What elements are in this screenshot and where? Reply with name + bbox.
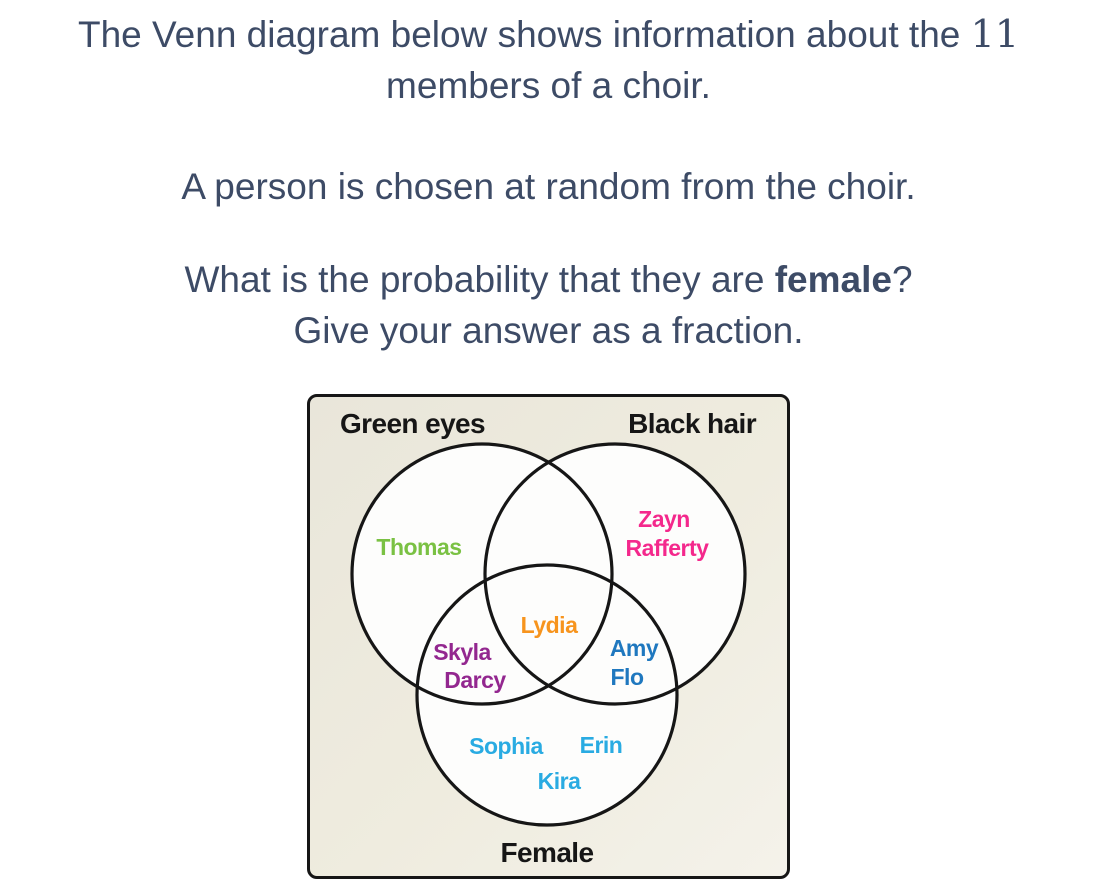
venn-diagram-svg: Green eyes Black hair Female Thomas Zayn… xyxy=(340,408,757,868)
question-ask-suffix: ? xyxy=(891,259,913,300)
venn-circle-outlines xyxy=(350,442,747,827)
question-setup: A person is chosen at random from the ch… xyxy=(0,161,1097,212)
black-hair-label: Black hair xyxy=(628,408,757,439)
question-intro-text: The Venn diagram below shows information… xyxy=(77,14,971,55)
question-intro-line-1: The Venn diagram below shows information… xyxy=(0,9,1097,60)
female-circle-fill xyxy=(417,565,677,825)
question-ask-line-2: Give your answer as a fraction. xyxy=(293,310,804,351)
question-ask: What is the probability that they are fe… xyxy=(0,254,1097,356)
member-name-rafferty: Rafferty xyxy=(626,535,710,561)
question-ask-line-1: What is the probability that they are fe… xyxy=(0,254,1097,305)
venn-circle-fills xyxy=(352,444,745,825)
question-ask-prefix: What is the probability that they are xyxy=(184,259,775,300)
member-name-thomas: Thomas xyxy=(376,534,461,560)
member-name-kira: Kira xyxy=(538,768,581,794)
female-circle xyxy=(415,563,679,827)
green-eyes-circle xyxy=(350,442,614,706)
question-intro-line-2: members of a choir. xyxy=(386,65,711,106)
member-name-amy: Amy xyxy=(610,635,659,661)
female-label: Female xyxy=(501,837,594,868)
question-section: The Venn diagram below shows information… xyxy=(0,0,1097,356)
member-name-skyla: Skyla xyxy=(433,639,491,665)
black-hair-circle xyxy=(483,442,747,706)
member-name-darcy: Darcy xyxy=(444,667,506,693)
question-ask-keyword: female xyxy=(774,259,892,300)
question-setup-line: A person is chosen at random from the ch… xyxy=(181,166,916,207)
question-intro: The Venn diagram below shows information… xyxy=(0,9,1097,111)
member-name-erin: Erin xyxy=(580,732,623,758)
member-count: 11 xyxy=(970,12,1019,56)
member-name-sophia: Sophia xyxy=(469,733,543,759)
venn-diagram: Green eyes Black hair Female Thomas Zayn… xyxy=(307,394,790,879)
member-name-zayn: Zayn xyxy=(638,506,690,532)
member-name-lydia: Lydia xyxy=(521,612,578,638)
member-name-flo: Flo xyxy=(611,664,644,690)
green-eyes-label: Green eyes xyxy=(340,408,485,439)
